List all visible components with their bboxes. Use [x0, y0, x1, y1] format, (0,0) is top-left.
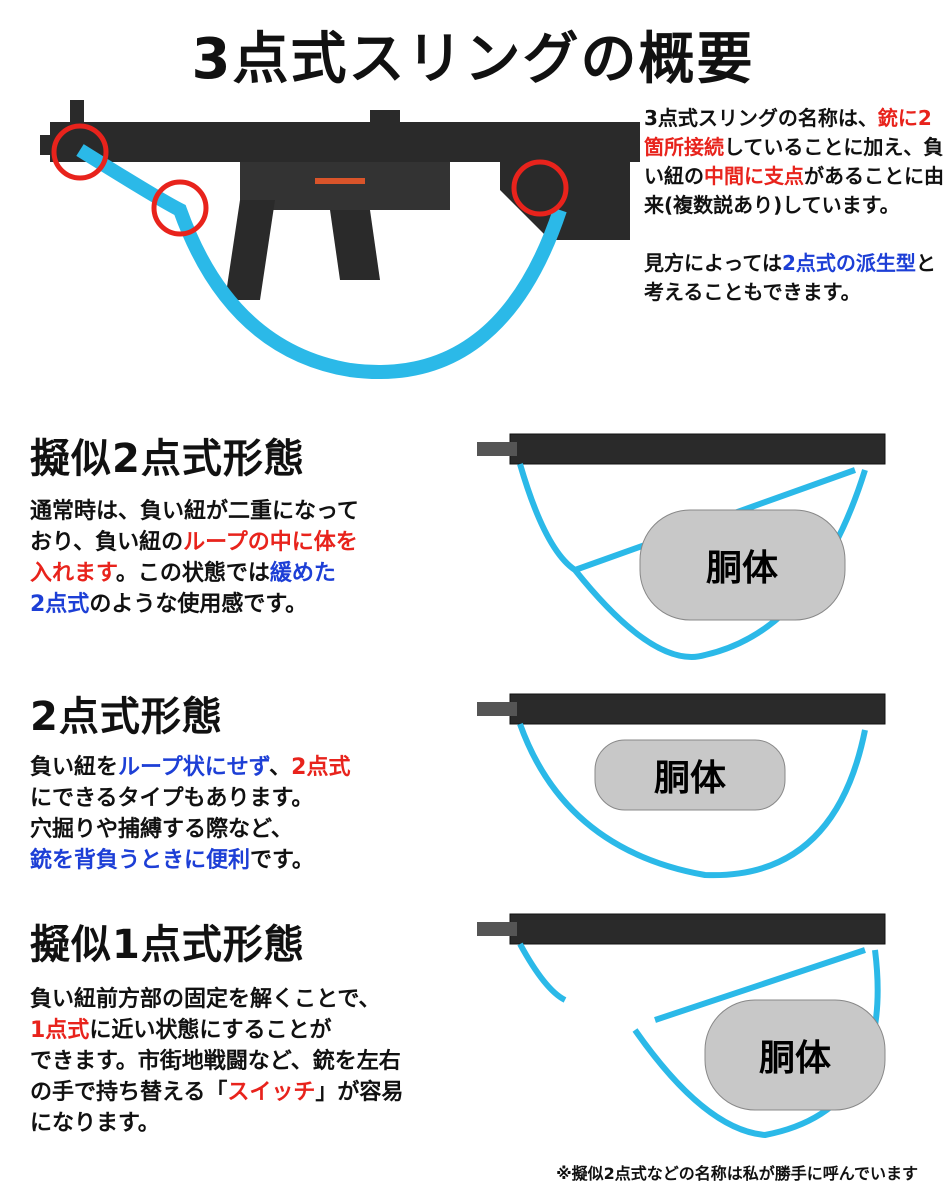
gun-bar [509, 913, 886, 945]
text-line: できます。市街地戦闘など、銃を左右 [30, 1046, 403, 1077]
text-run: 中間に支点 [704, 164, 804, 188]
text-run: していることに加え、負い紐の [644, 135, 944, 188]
text-run: です。 [250, 848, 314, 873]
sling-strap [517, 722, 868, 879]
text-run: 1点式 [30, 1018, 90, 1043]
text-line: 入れます。この状態では緩めた [30, 558, 359, 589]
section-text-2point: 負い紐をループ状にせず、2点式にできるタイプもあります。穴掘りや捕縛する際など、… [30, 752, 350, 876]
text-run: 負い紐を [30, 755, 119, 780]
text-run: 入れます [30, 561, 116, 586]
gun-muzzle [477, 702, 517, 716]
text-run: ループ状にせず [118, 755, 270, 780]
section-text-pseudo-2point: 通常時は、負い紐が二重になっており、負い紐のループの中に体を入れます。この状態で… [30, 496, 359, 620]
text-line: おり、負い紐のループの中に体を [30, 527, 359, 558]
text-run: になります。 [30, 1111, 160, 1136]
attachment-highlight-front [51, 123, 109, 181]
gun-bar [509, 433, 886, 465]
section-heading-pseudo-2point: 擬似2点式形態 [30, 436, 305, 482]
gun-bar [509, 693, 886, 725]
sling-strap [76, 144, 567, 379]
torso-label: 胴体 [706, 548, 778, 589]
text-run: があることに由来(複数説あり)しています。 [644, 164, 944, 217]
text-run: 」が容易 [315, 1080, 404, 1105]
text-run: 3点式スリングの名称は、 [644, 106, 878, 130]
section-heading-pseudo-1point: 擬似1点式形態 [30, 922, 305, 968]
gun-muzzle [477, 922, 517, 936]
diagram-pseudo-2point: 胴体 [477, 433, 886, 660]
text-line: 銃を背負うときに便利です。 [30, 845, 350, 876]
text-run: 。この状態では [115, 561, 270, 586]
text-run: 、 [269, 755, 292, 780]
text-line: 2点式のような使用感です。 [30, 589, 359, 620]
text-run: と考えることもできます。 [644, 251, 936, 304]
text-run: に近い状態にすることが [89, 1018, 332, 1043]
intro-paragraph-1: 3点式スリングの名称は、銃に2箇所接続していることに加え、負い紐の中間に支点があ… [644, 104, 944, 220]
torso-shape [594, 739, 786, 811]
text-run: 緩めた [269, 561, 336, 586]
torso-label: 胴体 [654, 758, 726, 799]
footnote: ※擬似2点式などの名称は私が勝手に呼んでいます [556, 1164, 918, 1183]
smg-sling-illustration [40, 100, 640, 379]
text-line: 通常時は、負い紐が二重になって [30, 496, 359, 527]
section-text-pseudo-1point: 負い紐前方部の固定を解くことで、 1点式に近い状態にすることができます。市街地戦闘… [30, 984, 403, 1139]
page-title: 3点式スリングの概要 [191, 27, 755, 92]
intro-text: 3点式スリングの名称は、銃に2箇所接続していることに加え、負い紐の中間に支点があ… [644, 104, 944, 336]
text-line: の手で持ち替える「スイッチ」が容易 [30, 1077, 403, 1108]
attachment-highlight-midpoint [151, 179, 209, 237]
text-run: 2点式 [291, 755, 351, 780]
sling-front-detached [517, 942, 567, 1003]
torso-shape [639, 509, 846, 621]
text-line: 穴掘りや捕縛する際など、 [30, 814, 350, 845]
attachment-highlight-rear [511, 159, 569, 217]
text-run: 銃に2箇所接続 [644, 106, 932, 159]
text-run: 銃を背負うときに便利 [30, 848, 251, 873]
torso-label: 胴体 [759, 1038, 831, 1079]
section-heading-2point: 2点式形態 [30, 694, 223, 740]
diagram-pseudo-1point: 胴体 [477, 913, 886, 1139]
text-run: にできるタイプもあります。 [30, 786, 314, 811]
text-run: 2点式の派生型 [782, 251, 916, 275]
text-run: 穴掘りや捕縛する際など、 [30, 817, 293, 842]
text-line: になります。 [30, 1108, 403, 1139]
gun-muzzle [477, 442, 517, 456]
text-line: にできるタイプもあります。 [30, 783, 350, 814]
text-run: おり、負い紐の [30, 530, 184, 555]
text-run: 負い紐前方部の固定を解くことで、 [30, 987, 381, 1012]
text-run: 見方によっては [644, 251, 782, 275]
text-run: 2点式 [30, 592, 90, 617]
text-line: 負い紐前方部の固定を解くことで、 [30, 984, 403, 1015]
text-run: 通常時は、負い紐が二重になって [30, 499, 359, 524]
text-line: 負い紐をループ状にせず、2点式 [30, 752, 350, 783]
text-run: スイッチ [227, 1080, 316, 1105]
text-run: ループの中に体を [183, 530, 358, 555]
text-run: できます。市街地戦闘など、銃を左右 [30, 1049, 401, 1074]
sling-inner [654, 947, 866, 1023]
gun-silhouette [40, 100, 640, 300]
text-run: のような使用感です。 [89, 592, 308, 617]
text-line: 1点式に近い状態にすることが [30, 1015, 403, 1046]
diagram-2point: 胴体 [477, 693, 886, 879]
torso-shape [704, 999, 886, 1111]
intro-paragraph-2: 見方によっては2点式の派生型と考えることもできます。 [644, 249, 944, 307]
text-run: の手で持ち替える「 [30, 1080, 228, 1105]
